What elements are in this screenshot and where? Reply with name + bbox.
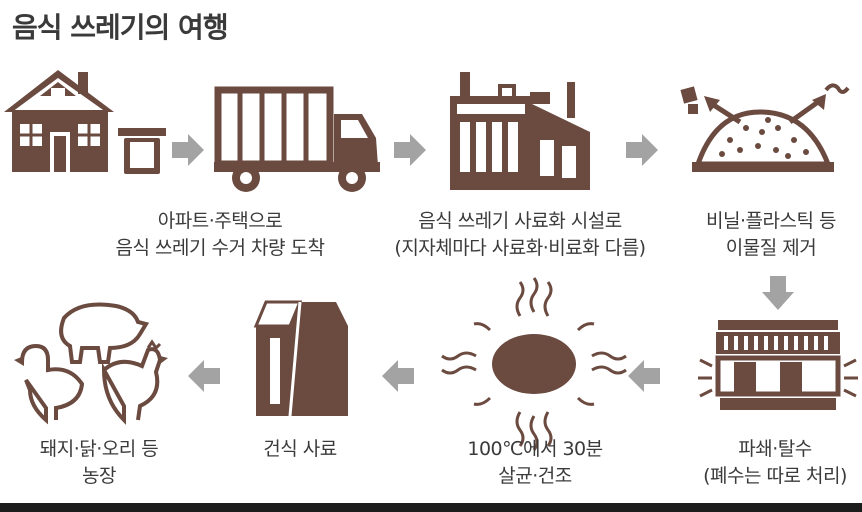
step-caption-crush-dewater: 파쇄·탈수 (폐수는 따로 처리) [690, 436, 860, 490]
sterilize-dry-icon [441, 277, 627, 451]
flow-arrow-right-1 [172, 134, 204, 166]
step-caption-farm: 돼지·닭·오리 등 농장 [14, 436, 184, 490]
feed-bag-icon [253, 300, 348, 417]
farm-animals-icon [14, 302, 168, 425]
flow-arrow-left-2 [382, 360, 414, 392]
caption-line: 농장 [82, 465, 116, 487]
garbage-truck-icon [214, 86, 380, 192]
caption-line: 건식 사료 [263, 438, 337, 460]
trash-bin-icon [118, 128, 166, 174]
step-caption-feed-facility: 음식 쓰레기 사료화 시설로 (지자체마다 사료화·비료화 다름) [370, 208, 670, 262]
step-caption-sterilize-dry: 100℃에서 30분 살균·건조 [450, 436, 620, 490]
feed-facility-icon [450, 72, 590, 190]
flow-arrow-down [762, 276, 794, 310]
caption-line: 파쇄·탈수 [738, 438, 812, 460]
step-caption-apartment-truck: 아파트·주택으로 음식 쓰레기 수거 차량 도착 [90, 208, 350, 262]
caption-line: (폐수는 따로 처리) [703, 465, 847, 487]
caption-line: 음식 쓰레기 수거 차량 도착 [115, 237, 325, 259]
caption-line: 100℃에서 30분 [467, 438, 603, 460]
flow-arrow-right-3 [626, 134, 658, 166]
foreign-matter-removal-icon [680, 83, 850, 172]
bottom-border [0, 503, 862, 512]
house-icon [4, 70, 114, 172]
caption-line: (지자체마다 사료화·비료화 다름) [394, 237, 646, 259]
flow-arrow-left-1 [628, 360, 660, 392]
step-caption-dry-feed: 건식 사료 [230, 436, 370, 463]
caption-line: 아파트·주택으로 [157, 210, 283, 232]
caption-line: 비닐·플라스틱 등 [706, 210, 836, 232]
caption-line: 이물질 제거 [725, 237, 817, 259]
flow-arrow-right-2 [394, 134, 426, 166]
step-caption-remove-foreign: 비닐·플라스틱 등 이물질 제거 [686, 208, 856, 262]
caption-line: 살균·건조 [498, 465, 572, 487]
caption-line: 돼지·닭·오리 등 [39, 438, 159, 460]
diagram-title: 음식 쓰레기의 여행 [12, 11, 229, 44]
caption-line: 음식 쓰레기 사료화 시설로 [418, 210, 622, 232]
crusher-dewater-icon [698, 320, 858, 410]
flow-arrow-left-3 [188, 360, 220, 392]
